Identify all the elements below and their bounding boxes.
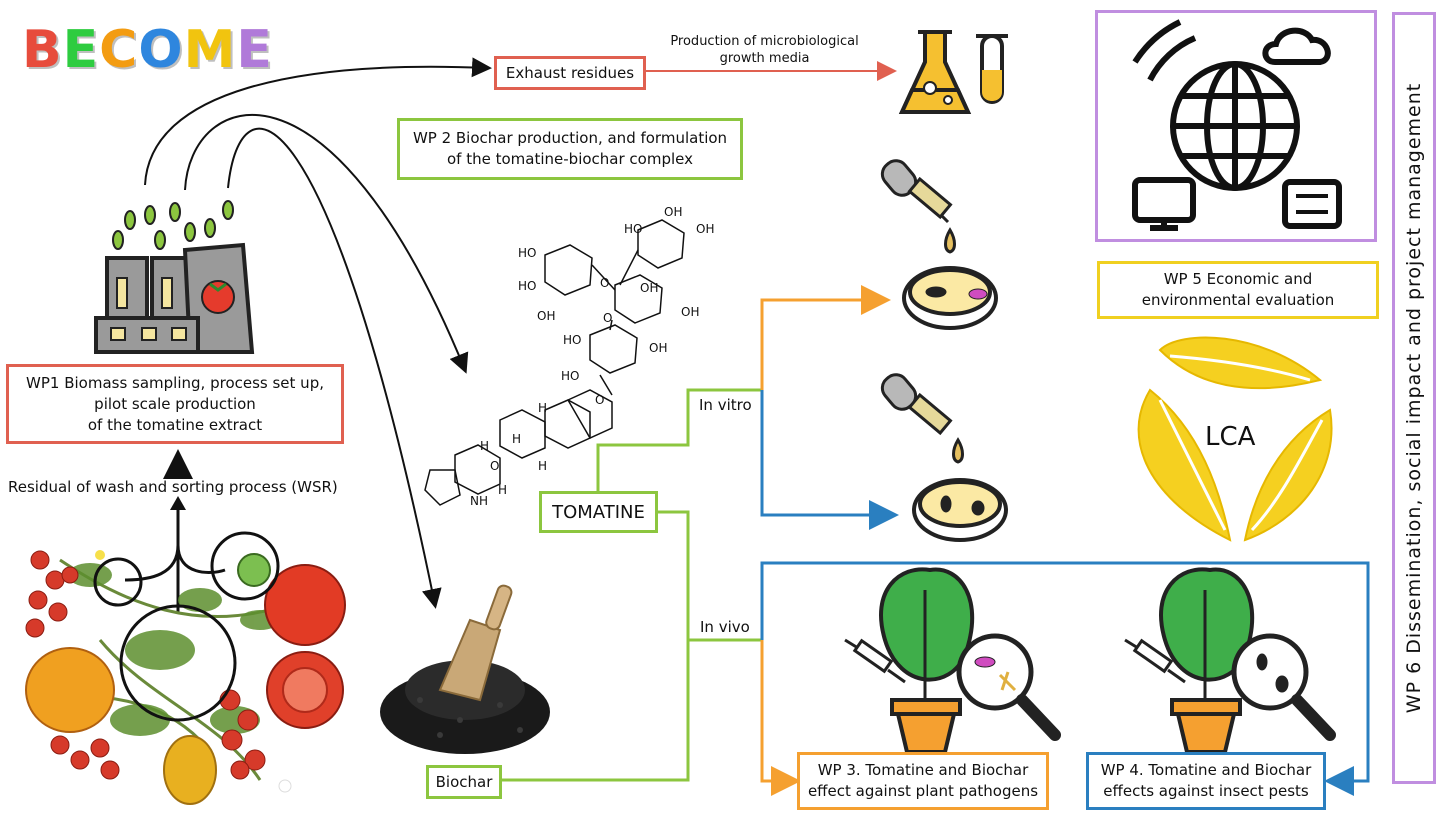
wp5-line2: environmental evaluation bbox=[1141, 291, 1335, 309]
svg-text:HO: HO bbox=[518, 279, 536, 293]
arrow-factory-to-biochar bbox=[227, 127, 442, 609]
globe-network-icon bbox=[1132, 19, 1342, 231]
box-wp3: WP 3. Tomatine and Biochar effect agains… bbox=[797, 752, 1049, 810]
tomato-plant-illustration bbox=[25, 531, 346, 805]
flask-icon bbox=[898, 30, 1008, 114]
svg-text:HO: HO bbox=[624, 222, 642, 236]
dropper-icon bbox=[880, 159, 956, 254]
svg-text:O: O bbox=[490, 459, 499, 473]
box-wp5-icon-frame bbox=[1095, 10, 1377, 242]
wp4-line2: effects against insect pests bbox=[1103, 782, 1309, 800]
wp1-line3: of the tomatine extract bbox=[87, 415, 263, 434]
svg-text:H: H bbox=[480, 439, 489, 453]
magnifier-icon-2 bbox=[1231, 633, 1336, 741]
wp1-line2: pilot scale production bbox=[94, 394, 256, 413]
media-label-line2: growth media bbox=[719, 51, 810, 66]
svg-text:O: O bbox=[600, 276, 609, 290]
biochar-pile bbox=[380, 584, 550, 754]
magnifier-icon bbox=[956, 633, 1061, 741]
potted-plant-icon-2 bbox=[1159, 567, 1255, 754]
in-vitro-label: In vitro bbox=[699, 396, 752, 414]
box-exhaust-residues: Exhaust residues bbox=[494, 56, 646, 90]
box-wp5: WP 5 Economic and environmental evaluati… bbox=[1097, 261, 1379, 319]
wp3-line1: WP 3. Tomatine and Biochar bbox=[817, 761, 1029, 779]
svg-text:HO: HO bbox=[518, 246, 536, 260]
in-vivo-label: In vivo bbox=[700, 618, 750, 636]
wp3-line2: effect against plant pathogens bbox=[807, 782, 1039, 800]
svg-text:H: H bbox=[538, 401, 547, 415]
tomatine-label: TOMATINE bbox=[552, 501, 645, 523]
brand-letter: E bbox=[62, 20, 100, 80]
brand-letter: O bbox=[138, 20, 184, 80]
dropper-icon-2 bbox=[880, 373, 964, 464]
petri-dish-icon bbox=[902, 266, 998, 330]
wp6-label: WP 6 Dissemination, social impact and pr… bbox=[1403, 82, 1425, 714]
box-tomatine: TOMATINE bbox=[539, 491, 658, 533]
biochar-label: Biochar bbox=[435, 772, 493, 791]
svg-text:O: O bbox=[595, 393, 604, 407]
svg-text:OH: OH bbox=[537, 309, 555, 323]
wp4-line1: WP 4. Tomatine and Biochar bbox=[1100, 761, 1312, 779]
wsr-label: Residual of wash and sorting process (WS… bbox=[8, 478, 338, 496]
petri-dish-icon-2 bbox=[912, 478, 1008, 542]
box-biochar: Biochar bbox=[426, 765, 502, 799]
tomatine-molecule bbox=[424, 219, 685, 506]
media-label: Production of microbiological growth med… bbox=[662, 33, 867, 67]
svg-text:OH: OH bbox=[681, 305, 699, 319]
svg-text:H: H bbox=[538, 459, 547, 473]
svg-text:OH: OH bbox=[696, 222, 714, 236]
connector-tomatine-invivo bbox=[502, 510, 690, 782]
svg-text:OH: OH bbox=[664, 205, 682, 219]
arrow-invivo-wp4 bbox=[760, 561, 1370, 796]
box-wp6: WP 6 Dissemination, social impact and pr… bbox=[1392, 12, 1436, 784]
box-wp1: WP1 Biomass sampling, process set up, pi… bbox=[6, 364, 344, 444]
box-wp4: WP 4. Tomatine and Biochar effects again… bbox=[1086, 752, 1326, 810]
wp2-line1: WP 2 Biochar production, and formulation bbox=[412, 129, 728, 147]
svg-text:NH: NH bbox=[470, 494, 488, 508]
svg-text:HO: HO bbox=[563, 333, 581, 347]
connector-tomatine-invitro bbox=[596, 388, 762, 498]
syringe-icon bbox=[844, 638, 906, 684]
lca-leaves-icon bbox=[1137, 336, 1333, 542]
svg-text:HO: HO bbox=[561, 369, 579, 383]
svg-text:H: H bbox=[498, 483, 507, 497]
svg-text:H: H bbox=[512, 432, 521, 446]
arrow-invivo-wp3 bbox=[760, 640, 801, 796]
brand-letter: B bbox=[22, 20, 63, 80]
syringe-icon-2 bbox=[1124, 638, 1186, 684]
lca-label: LCA bbox=[1205, 422, 1256, 452]
brand-letter: C bbox=[99, 20, 139, 80]
arrow-invitro-insects bbox=[760, 390, 899, 530]
svg-text:OH: OH bbox=[640, 281, 658, 295]
svg-text:O: O bbox=[603, 311, 612, 325]
brand-letter: M bbox=[183, 20, 237, 80]
wp1-line1: WP1 Biomass sampling, process set up, bbox=[26, 373, 324, 392]
box-wp2: WP 2 Biochar production, and formulation… bbox=[397, 118, 743, 180]
arrow-factory-to-molecule bbox=[184, 114, 469, 374]
potted-plant-icon bbox=[879, 567, 975, 754]
factory-icon bbox=[94, 200, 255, 354]
arrow-factory-to-exhaust bbox=[144, 57, 492, 186]
brand-letter: E bbox=[236, 20, 273, 80]
brand-logo: BECOME bbox=[22, 22, 273, 78]
wp2-line2: of the tomatine-biochar complex bbox=[447, 150, 693, 168]
arrow-invitro-pathogens bbox=[760, 285, 891, 390]
media-label-line1: Production of microbiological bbox=[670, 34, 859, 49]
svg-text:OH: OH bbox=[649, 341, 667, 355]
arrow-plant-up bbox=[124, 500, 226, 612]
exhaust-label: Exhaust residues bbox=[505, 63, 635, 82]
wp5-line1: WP 5 Economic and bbox=[1163, 270, 1313, 288]
